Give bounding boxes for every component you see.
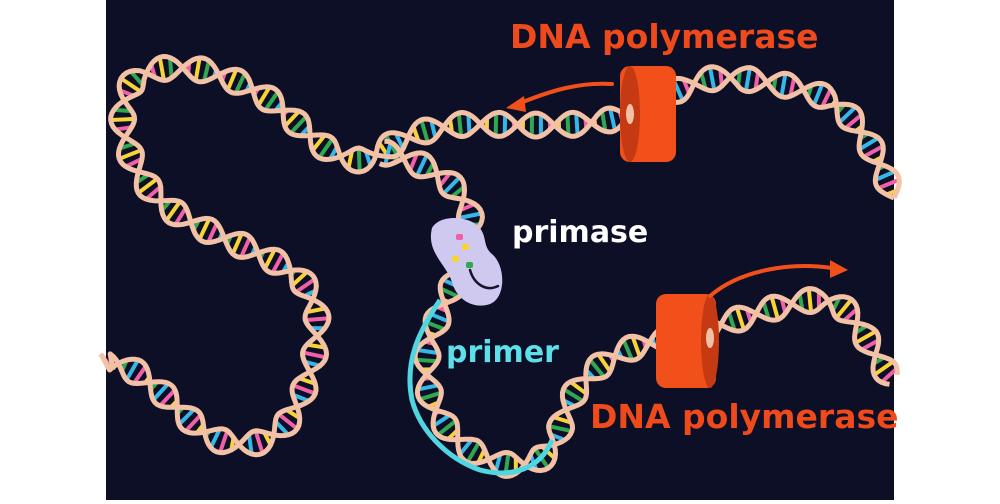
base-pair [496, 113, 497, 136]
base-pair [359, 148, 360, 172]
base-pair [111, 119, 135, 120]
base-pair [416, 360, 438, 362]
dna-polymerase-top [620, 66, 676, 162]
dna-polymerase-bottom [656, 294, 719, 388]
dna-polymerase-label-top: DNA polymerase [510, 20, 819, 53]
dna-polymerase-label-bottom: DNA polymerase [590, 400, 899, 433]
primase-label: primase [512, 218, 648, 248]
primer-label: primer [446, 338, 559, 368]
base-pair [459, 113, 461, 137]
base-pair [576, 113, 577, 136]
base-pair [305, 318, 329, 320]
base-pair [567, 114, 568, 136]
base-pair [809, 289, 811, 313]
